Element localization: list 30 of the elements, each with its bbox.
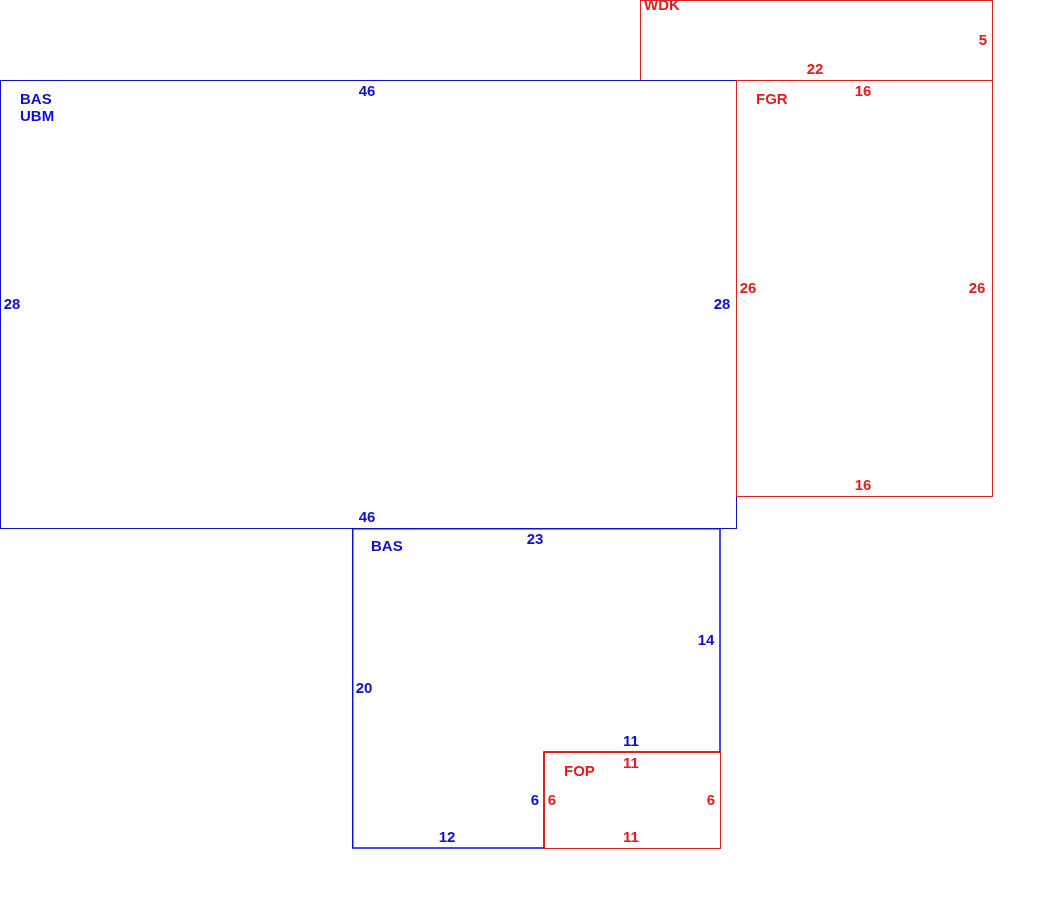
- dimension-label: 28: [713, 294, 731, 312]
- dimension-label: 11: [623, 753, 639, 771]
- room-outline: [736, 80, 993, 497]
- dimension-label: 26: [739, 278, 757, 296]
- room-name: BAS: [371, 537, 403, 554]
- room-outline: [640, 0, 993, 81]
- room-outline: [352, 528, 721, 849]
- dimension-label: 14: [697, 630, 715, 648]
- room-name: FGR: [756, 90, 788, 107]
- dimension-label: 46: [358, 507, 376, 525]
- dimension-label: 22: [806, 59, 824, 77]
- dimension-label: 6: [547, 790, 557, 808]
- dimension-label: 23: [526, 529, 544, 547]
- dimension-label: 5: [978, 30, 988, 48]
- room-name: FOP: [564, 762, 595, 779]
- dimension-label: 12: [438, 827, 456, 845]
- dimension-label: 20: [355, 678, 373, 696]
- dimension-label: 16: [854, 81, 872, 99]
- dimension-label: 6: [706, 790, 716, 808]
- dimension-label: 28: [3, 294, 21, 312]
- dimension-label: 26: [968, 278, 986, 296]
- dimension-label: 6: [530, 790, 540, 808]
- dimension-label: 11: [623, 827, 639, 845]
- dimension-label: 46: [358, 81, 376, 99]
- dimension-label: 16: [854, 475, 872, 493]
- room-name: UBM: [20, 107, 55, 124]
- room-outline: [544, 752, 721, 849]
- dimension-label: 11: [623, 731, 639, 749]
- room-outline: [0, 80, 737, 529]
- room-name: BAS: [20, 90, 52, 107]
